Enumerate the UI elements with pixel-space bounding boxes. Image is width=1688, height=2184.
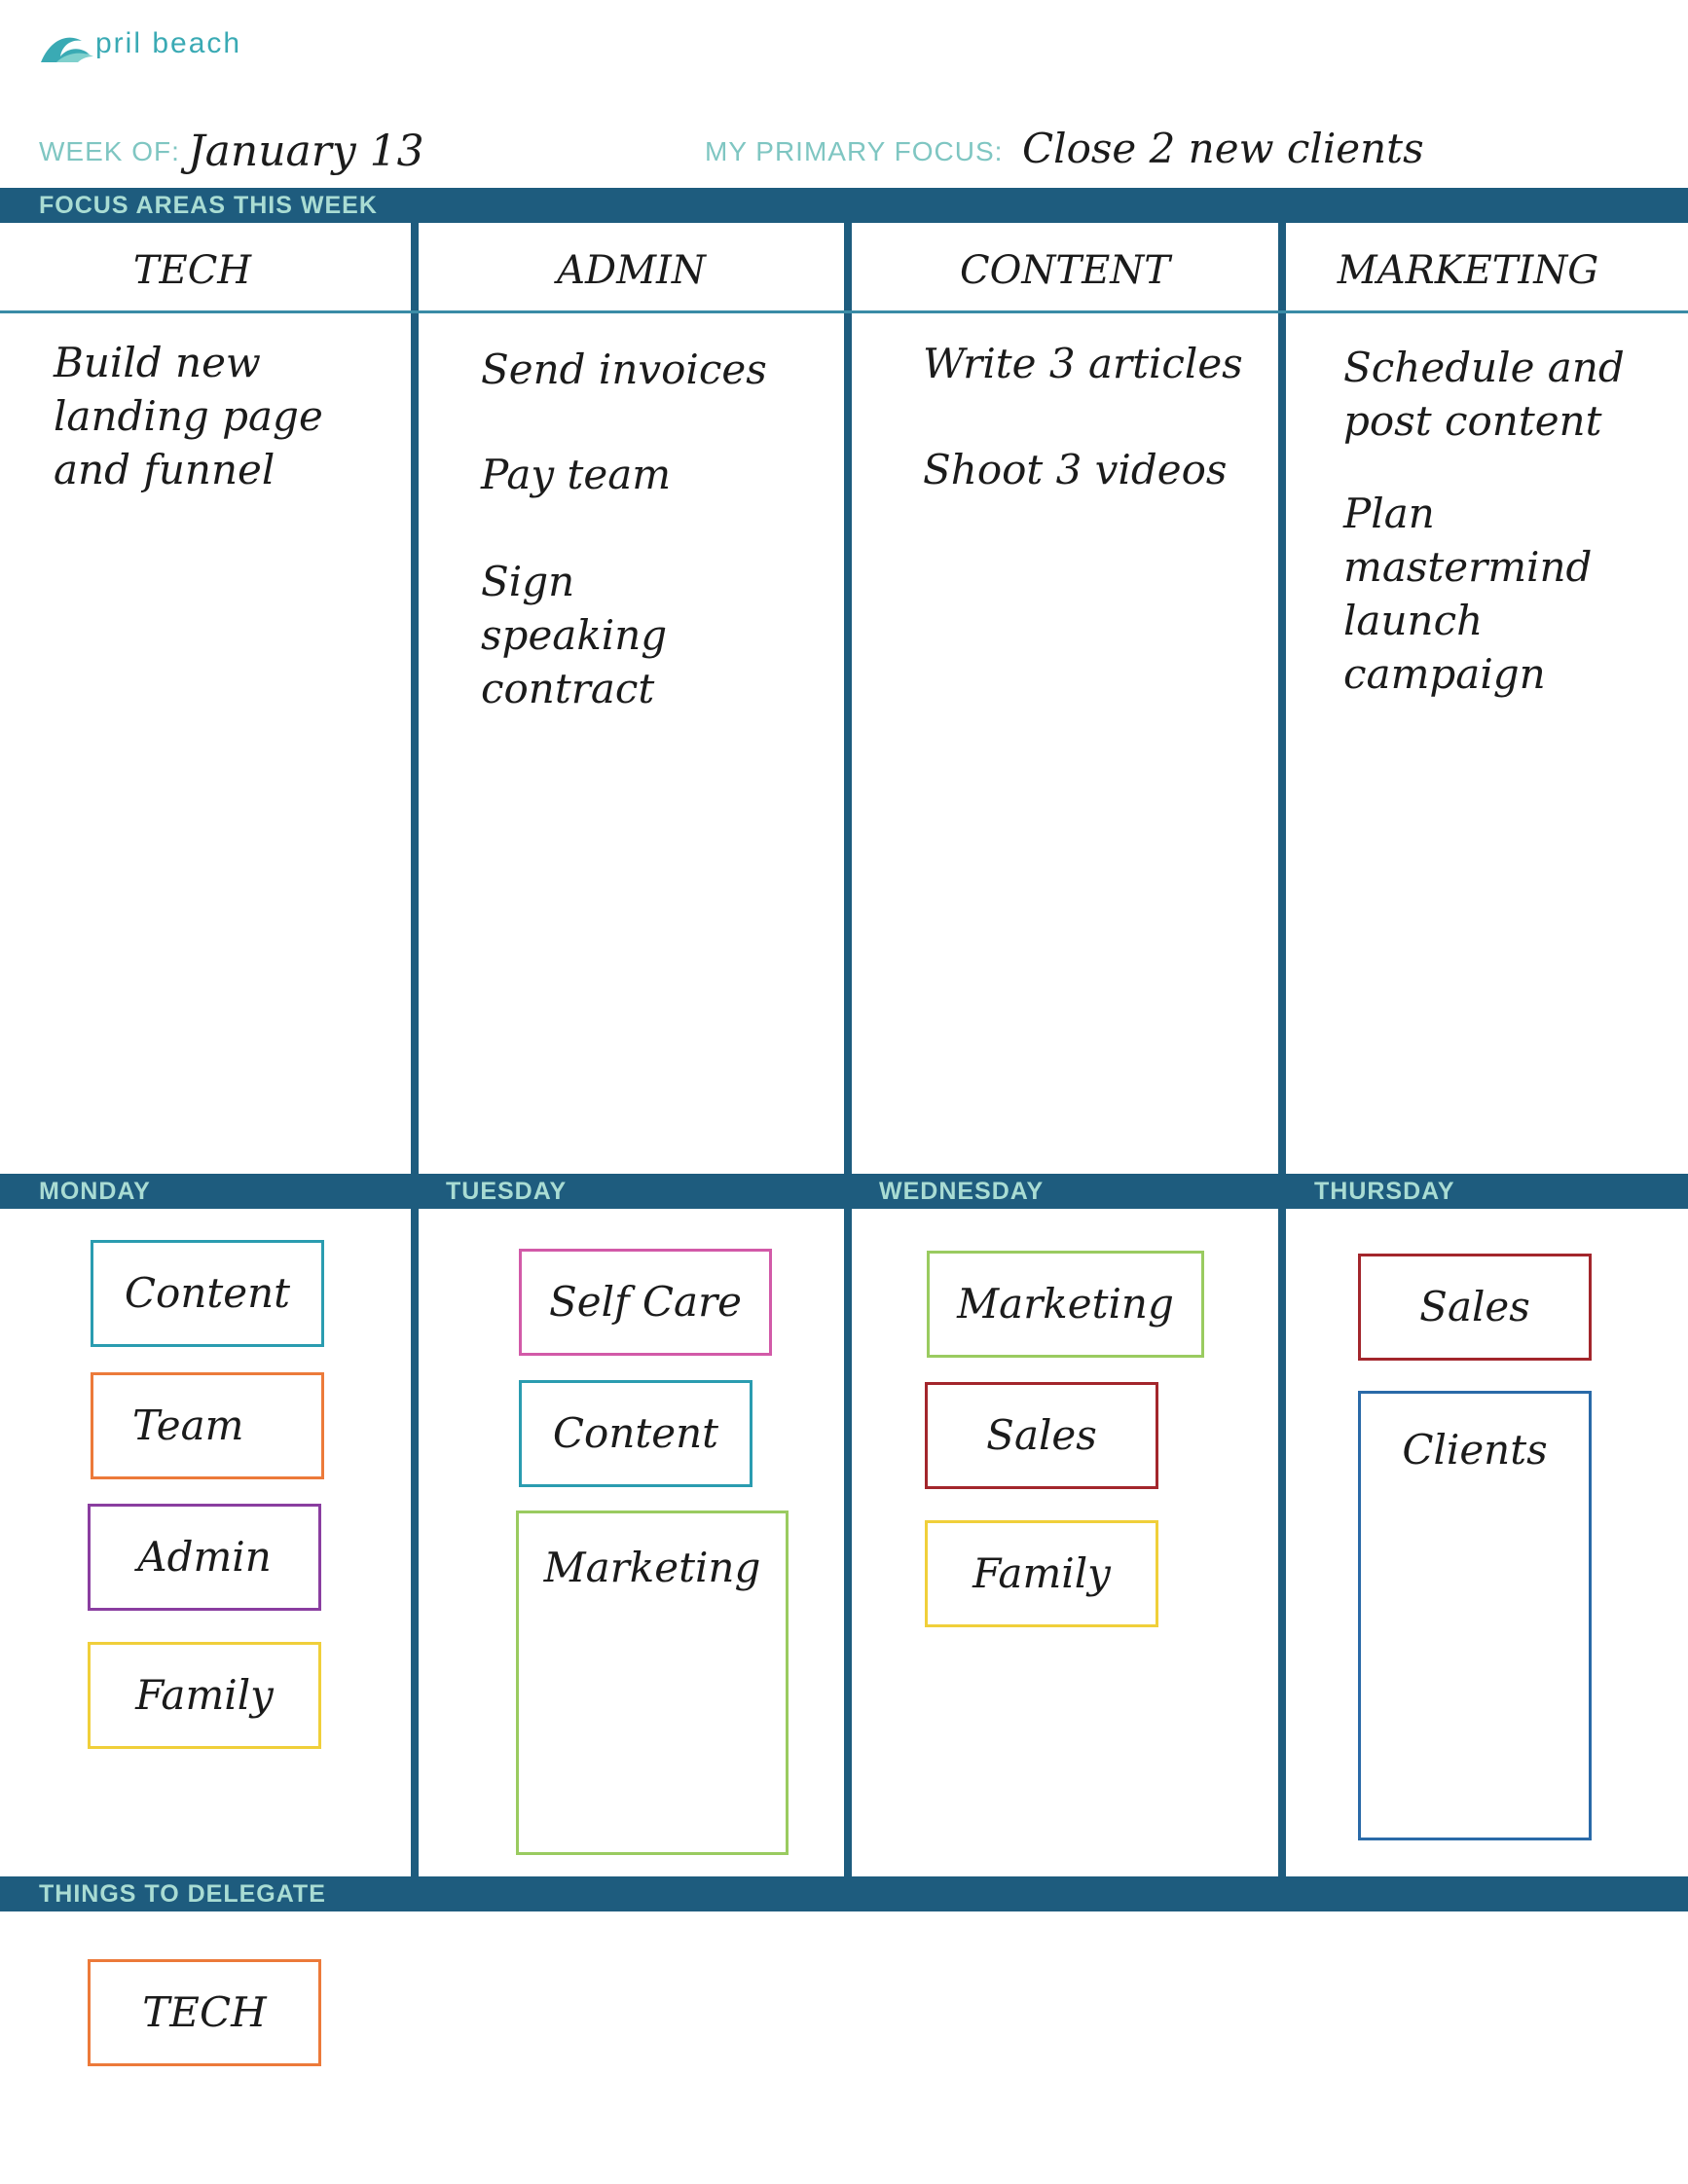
heading-underline <box>0 310 1688 313</box>
task-admin-2: Pay team <box>481 451 672 498</box>
time-block-label: Marketing <box>957 1280 1174 1328</box>
task-content-2: Shoot 3 videos <box>923 446 1228 493</box>
task-content-1: Write 3 articles <box>923 340 1243 387</box>
time-block[interactable]: Self Care <box>519 1249 772 1356</box>
task-marketing-2: Plan mastermind launch campaign <box>1343 490 1593 698</box>
time-block[interactable]: Content <box>519 1380 752 1487</box>
time-block[interactable]: Clients <box>1358 1391 1592 1840</box>
divider-1 <box>411 223 419 1174</box>
time-block[interactable]: Marketing <box>927 1251 1204 1358</box>
time-block[interactable]: Team <box>91 1372 324 1479</box>
week-label: WEEK OF: <box>39 136 180 166</box>
time-block-label: Marketing <box>543 1544 761 1591</box>
day-tuesday: TUESDAY <box>446 1178 568 1205</box>
brand-logo: pril beach <box>39 25 253 68</box>
column-heading-admin: ADMIN <box>557 248 706 293</box>
time-block[interactable]: Family <box>88 1642 321 1749</box>
time-block[interactable]: Admin <box>88 1504 321 1611</box>
wave-icon <box>41 37 93 62</box>
delegate-title: THINGS TO DELEGATE <box>39 1880 326 1908</box>
time-block-label: Content <box>124 1269 291 1317</box>
logo-text: pril beach <box>95 27 242 59</box>
time-block-label: Clients <box>1402 1426 1548 1474</box>
time-block[interactable]: Family <box>925 1520 1158 1627</box>
time-block-label: Family <box>972 1549 1111 1597</box>
column-heading-marketing: MARKETING <box>1337 248 1599 293</box>
divider-4 <box>411 1207 419 1876</box>
divider-6 <box>1278 1207 1286 1876</box>
column-heading-content: CONTENT <box>960 248 1170 293</box>
time-block-label: Content <box>552 1409 719 1457</box>
time-block-label: Family <box>135 1671 274 1719</box>
task-admin-3: Sign speaking contract <box>481 558 668 712</box>
task-admin-1: Send invoices <box>481 346 767 393</box>
task-tech-1: Build new landing page and funnel <box>54 339 323 493</box>
day-wednesday: WEDNESDAY <box>879 1178 1045 1205</box>
time-block-label: Sales <box>1419 1283 1530 1330</box>
divider-2 <box>844 223 852 1174</box>
time-block-label: Self Care <box>548 1278 743 1326</box>
divider-3 <box>1278 223 1286 1174</box>
time-block[interactable]: Sales <box>925 1382 1158 1489</box>
divider-5 <box>844 1207 852 1876</box>
time-block[interactable]: Marketing <box>516 1511 789 1855</box>
focus-areas-title: FOCUS AREAS THIS WEEK <box>39 192 378 219</box>
time-block-label: Team <box>132 1401 244 1449</box>
delegate-bar <box>0 1876 1688 1911</box>
day-thursday: THURSDAY <box>1314 1178 1455 1205</box>
week-value: January 13 <box>188 127 424 176</box>
time-block-label: Sales <box>986 1411 1097 1459</box>
focus-areas-bar <box>0 188 1688 223</box>
time-block[interactable]: Content <box>91 1240 324 1347</box>
column-heading-tech: TECH <box>132 248 252 293</box>
task-marketing-1: Schedule and post content <box>1343 344 1625 445</box>
time-block-label: Admin <box>137 1533 272 1581</box>
day-monday: MONDAY <box>39 1178 151 1205</box>
focus-value: Close 2 new clients <box>1022 125 1424 172</box>
delegate-item-label: TECH <box>142 1988 267 2036</box>
time-block[interactable]: Sales <box>1358 1254 1592 1361</box>
days-bar <box>0 1174 1688 1209</box>
focus-label: MY PRIMARY FOCUS: <box>705 136 1004 166</box>
delegate-item[interactable]: TECH <box>88 1959 321 2066</box>
